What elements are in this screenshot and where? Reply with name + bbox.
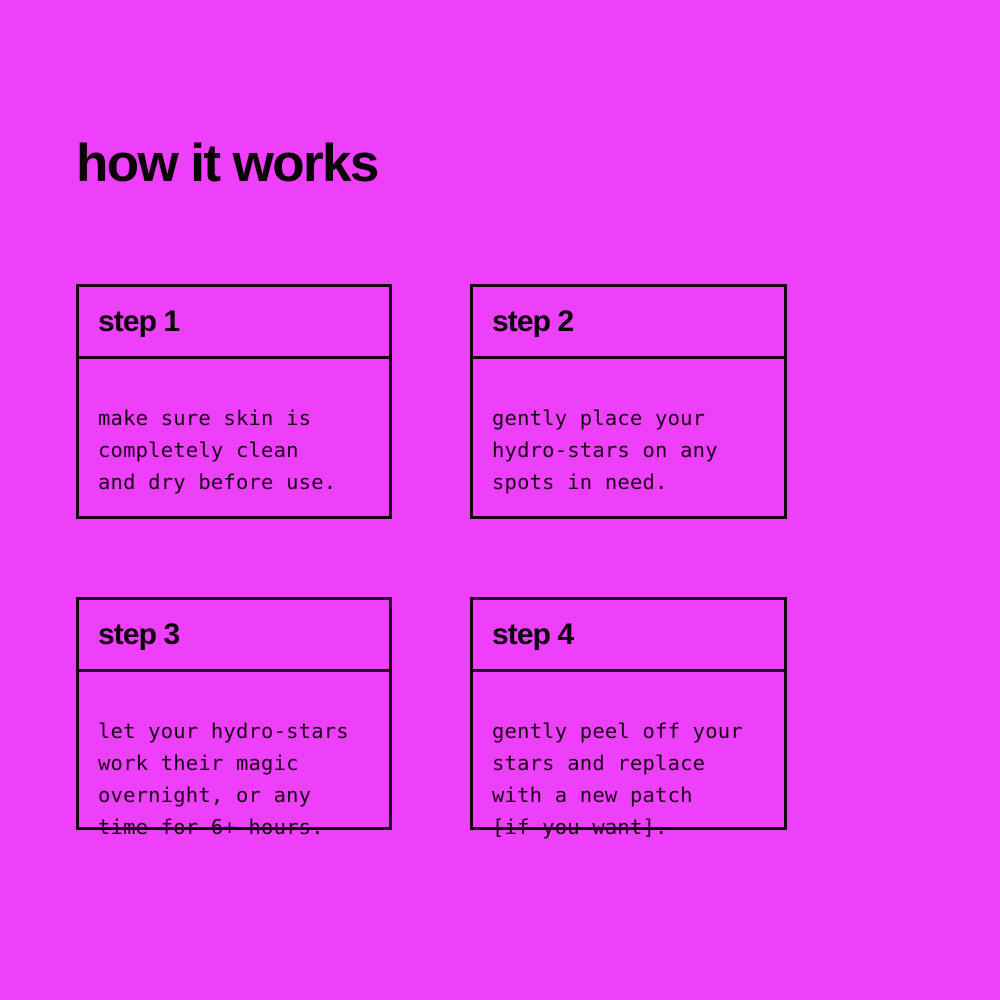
step-card-4-description: gently peel off your stars and replace w…	[492, 718, 743, 839]
step-card-3-body: let your hydro-stars work their magic ov…	[79, 672, 389, 843]
steps-grid: step 1 make sure skin is completely clea…	[76, 284, 787, 839]
step-card-4-header: step 4	[473, 600, 784, 672]
step-card-4-body: gently peel off your stars and replace w…	[473, 672, 784, 843]
step-card-1: step 1 make sure skin is completely clea…	[76, 284, 392, 519]
step-card-3-description: let your hydro-stars work their magic ov…	[98, 718, 349, 839]
step-card-3-header: step 3	[79, 600, 389, 672]
step-card-1-title: step 1	[98, 304, 180, 338]
step-card-4: step 4 gently peel off your stars and re…	[470, 597, 787, 839]
step-card-1-body: make sure skin is completely clean and d…	[79, 359, 389, 498]
page-title: how it works	[76, 133, 379, 193]
step-card-2-title: step 2	[492, 304, 574, 338]
step-card-2-body: gently place your hydro-stars on any spo…	[473, 359, 784, 498]
step-card-3-title: step 3	[98, 617, 180, 651]
step-card-1-header: step 1	[79, 287, 389, 359]
step-card-2: step 2 gently place your hydro-stars on …	[470, 284, 787, 519]
step-card-1-description: make sure skin is completely clean and d…	[98, 405, 337, 494]
step-card-3: step 3 let your hydro-stars work their m…	[76, 597, 392, 839]
step-card-2-description: gently place your hydro-stars on any spo…	[492, 405, 718, 494]
step-card-4-title: step 4	[492, 617, 574, 651]
step-card-2-header: step 2	[473, 287, 784, 359]
